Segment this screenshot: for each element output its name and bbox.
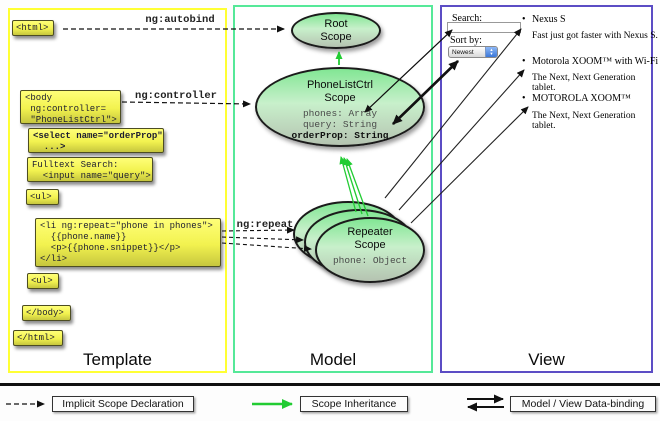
scope-prop: phones: Array [302, 108, 378, 119]
legend-binding-label: Model / View Data-binding [510, 396, 656, 412]
scope-name: Scope [320, 31, 352, 43]
bullet-icon: • [522, 93, 526, 104]
list-item-desc: The Next, Next Generation tablet. [532, 73, 636, 93]
list-item-desc: The Next, Next Generation tablet. [532, 111, 636, 131]
code-line: Fulltext Search: [32, 160, 119, 170]
scope-name: Repeater [347, 226, 393, 238]
legend-divider [0, 383, 660, 386]
body-open-note: <body ng:controller= "PhoneListCtrl"> [20, 90, 121, 125]
view-panel-label: View [528, 350, 565, 369]
model-panel-label: Model [309, 350, 357, 369]
scope-name: Scope [324, 92, 356, 104]
body-close-note: </body> [22, 305, 71, 321]
search-label: Search: [452, 13, 482, 24]
scope-prop: query: String [302, 119, 378, 130]
scope-prop: orderProp: String [291, 130, 389, 141]
legend-inheritance-label: Scope Inheritance [300, 396, 408, 412]
search-input[interactable] [447, 22, 521, 33]
list-item-title: • MOTOROLA XOOM™ [522, 93, 631, 104]
html-close-note: </html> [13, 330, 63, 346]
scope-name: Root [324, 18, 348, 30]
list-item-desc: Fast just got faster with Nexus S. [532, 31, 658, 41]
root-scope-ellipse: Root Scope [291, 12, 381, 49]
code-line: <select name="orderProp" [33, 131, 163, 141]
code-line: <input name="query"> [32, 171, 151, 181]
dropdown-stepper-icon: ▲▼ [485, 47, 497, 57]
scope-prop: phone: Object [332, 255, 408, 266]
ng-controller-label: ng:controller [135, 90, 217, 102]
code-line: <p>{{phone.snippet}}</p> [40, 243, 181, 253]
list-item-title: • Nexus S [522, 14, 566, 25]
li-repeat-note: <li ng:repeat="phone in phones"> {{phone… [35, 218, 221, 267]
code-line: <body [25, 93, 53, 103]
phone-title: Nexus S [532, 14, 566, 25]
code-line: {{phone.name}} [40, 232, 127, 242]
phone-title: MOTOROLA XOOM™ [532, 93, 631, 104]
ng-autobind-label: ng:autobind [145, 14, 215, 26]
code-line: ...> [33, 142, 66, 152]
code-line: ng:controller= [25, 104, 107, 114]
legend-implicit-label: Implicit Scope Declaration [52, 396, 194, 412]
repeater-scope-ellipse: Repeater Scope phone: Object [315, 217, 425, 283]
model-panel [233, 5, 433, 373]
sort-select-value: Newest [452, 48, 474, 56]
code-line: <html> [16, 23, 49, 33]
code-line: </li> [40, 254, 68, 264]
sort-by-label: Sort by: [450, 35, 482, 46]
ul-close-note: <ul> [27, 273, 59, 289]
bullet-icon: • [522, 14, 526, 25]
code-line: "PhoneListCtrl"> [25, 115, 117, 125]
template-panel-label: Template [83, 350, 152, 369]
bullet-icon: • [522, 56, 526, 67]
code-line: </body> [26, 308, 64, 318]
phone-title: Motorola XOOM™ with Wi-Fi [532, 56, 659, 67]
code-line: </html> [17, 333, 55, 343]
code-line: <li ng:repeat="phone in phones"> [40, 221, 213, 231]
scope-name: Scope [354, 239, 386, 251]
list-item-title: • Motorola XOOM™ with Wi-Fi [522, 56, 658, 67]
scope-props: phones: Array query: String orderProp: S… [257, 108, 423, 141]
code-line: <ul> [30, 192, 52, 202]
scope-name: PhoneListCtrl [306, 79, 374, 91]
phonelistctrl-scope-ellipse: PhoneListCtrl Scope phones: Array query:… [255, 67, 425, 147]
select-note: <select name="orderProp" ...> [28, 128, 164, 153]
code-line: <ul> [31, 276, 53, 286]
ul-open-note: <ul> [26, 189, 59, 205]
sort-select[interactable]: Newest ▲▼ [448, 46, 498, 58]
fulltext-note: Fulltext Search: <input name="query"> [27, 157, 153, 182]
html-open-note: <html> [12, 20, 54, 36]
ng-repeat-label: ng:repeat [236, 219, 294, 231]
